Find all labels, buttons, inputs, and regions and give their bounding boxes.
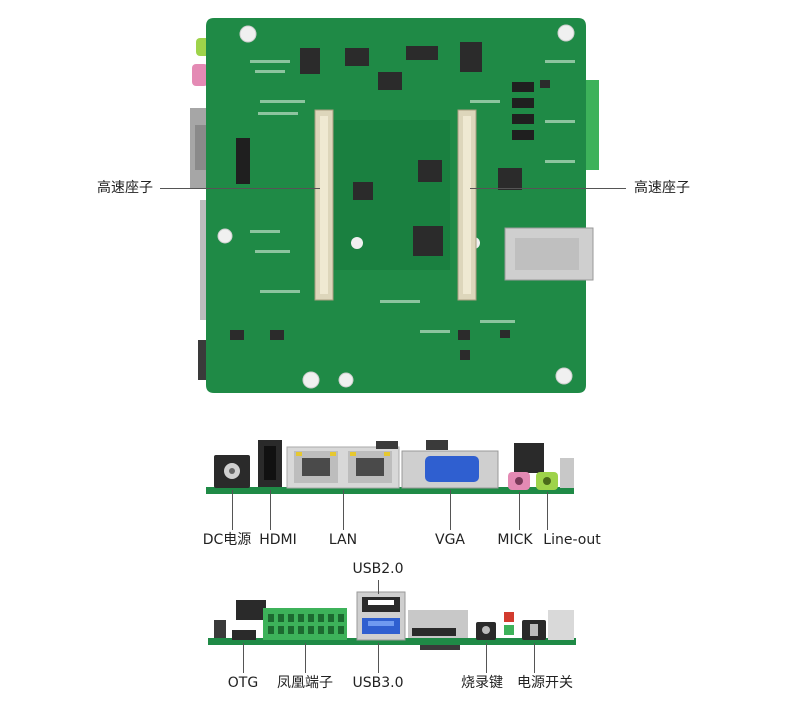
pointer-power: [534, 643, 535, 673]
left-audio-jack-pink: [192, 64, 208, 86]
main-chip: [413, 226, 443, 256]
pointer-mick: [519, 492, 520, 530]
mount-hole: [555, 367, 573, 385]
pointer-otg: [243, 643, 244, 673]
mount-hole: [557, 24, 575, 42]
chip: [498, 168, 522, 190]
label-power-switch: 电源开关: [517, 675, 573, 691]
pointer-phoenix: [305, 643, 306, 673]
label-usb3: USB3.0: [352, 675, 404, 691]
chip: [406, 46, 438, 60]
label-hdmi: HDMI: [259, 532, 297, 548]
label-usb2: USB2.0: [352, 561, 404, 577]
mount-hole: [338, 372, 354, 388]
callout-high-speed-socket-left: 高速座子: [97, 180, 153, 196]
mount-hole: [302, 371, 320, 389]
pointer-usb3: [378, 643, 379, 673]
led-red: [504, 612, 514, 622]
chip: [378, 72, 402, 90]
pointer-lineout: [547, 492, 548, 530]
label-lineout: Line-out: [543, 532, 601, 548]
phoenix-terminal: [263, 608, 347, 640]
label-mick: MICK: [497, 532, 533, 548]
pointer-vga: [450, 490, 451, 530]
chip: [345, 48, 369, 66]
callout-line-left: [160, 188, 320, 189]
chip: [300, 48, 320, 74]
pointer-lan: [343, 490, 344, 530]
led-green: [504, 625, 514, 635]
mount-hole: [239, 25, 257, 43]
chip: [418, 160, 442, 182]
otg-port: [232, 630, 256, 640]
label-burn-button: 烧录键: [461, 675, 503, 691]
label-lan: LAN: [328, 532, 358, 548]
pointer-usb2: [378, 580, 379, 594]
mount-hole: [217, 228, 233, 244]
audio-header: [514, 443, 544, 473]
right-terminal-block: [585, 80, 599, 170]
label-dc-power: DC电源: [202, 532, 252, 548]
pointer-burn: [486, 643, 487, 673]
label-otg: OTG: [227, 675, 259, 691]
pcb-edge-rear: [208, 638, 576, 645]
label-phoenix-terminal: 凤凰端子: [277, 675, 333, 691]
chip: [353, 182, 373, 200]
callout-high-speed-socket-right: 高速座子: [634, 180, 690, 196]
pointer-hdmi: [270, 490, 271, 530]
label-vga: VGA: [434, 532, 466, 548]
chip: [460, 42, 482, 72]
callout-line-right: [470, 188, 626, 189]
pcb-edge-front: [206, 487, 574, 494]
pointer-dc: [232, 490, 233, 530]
